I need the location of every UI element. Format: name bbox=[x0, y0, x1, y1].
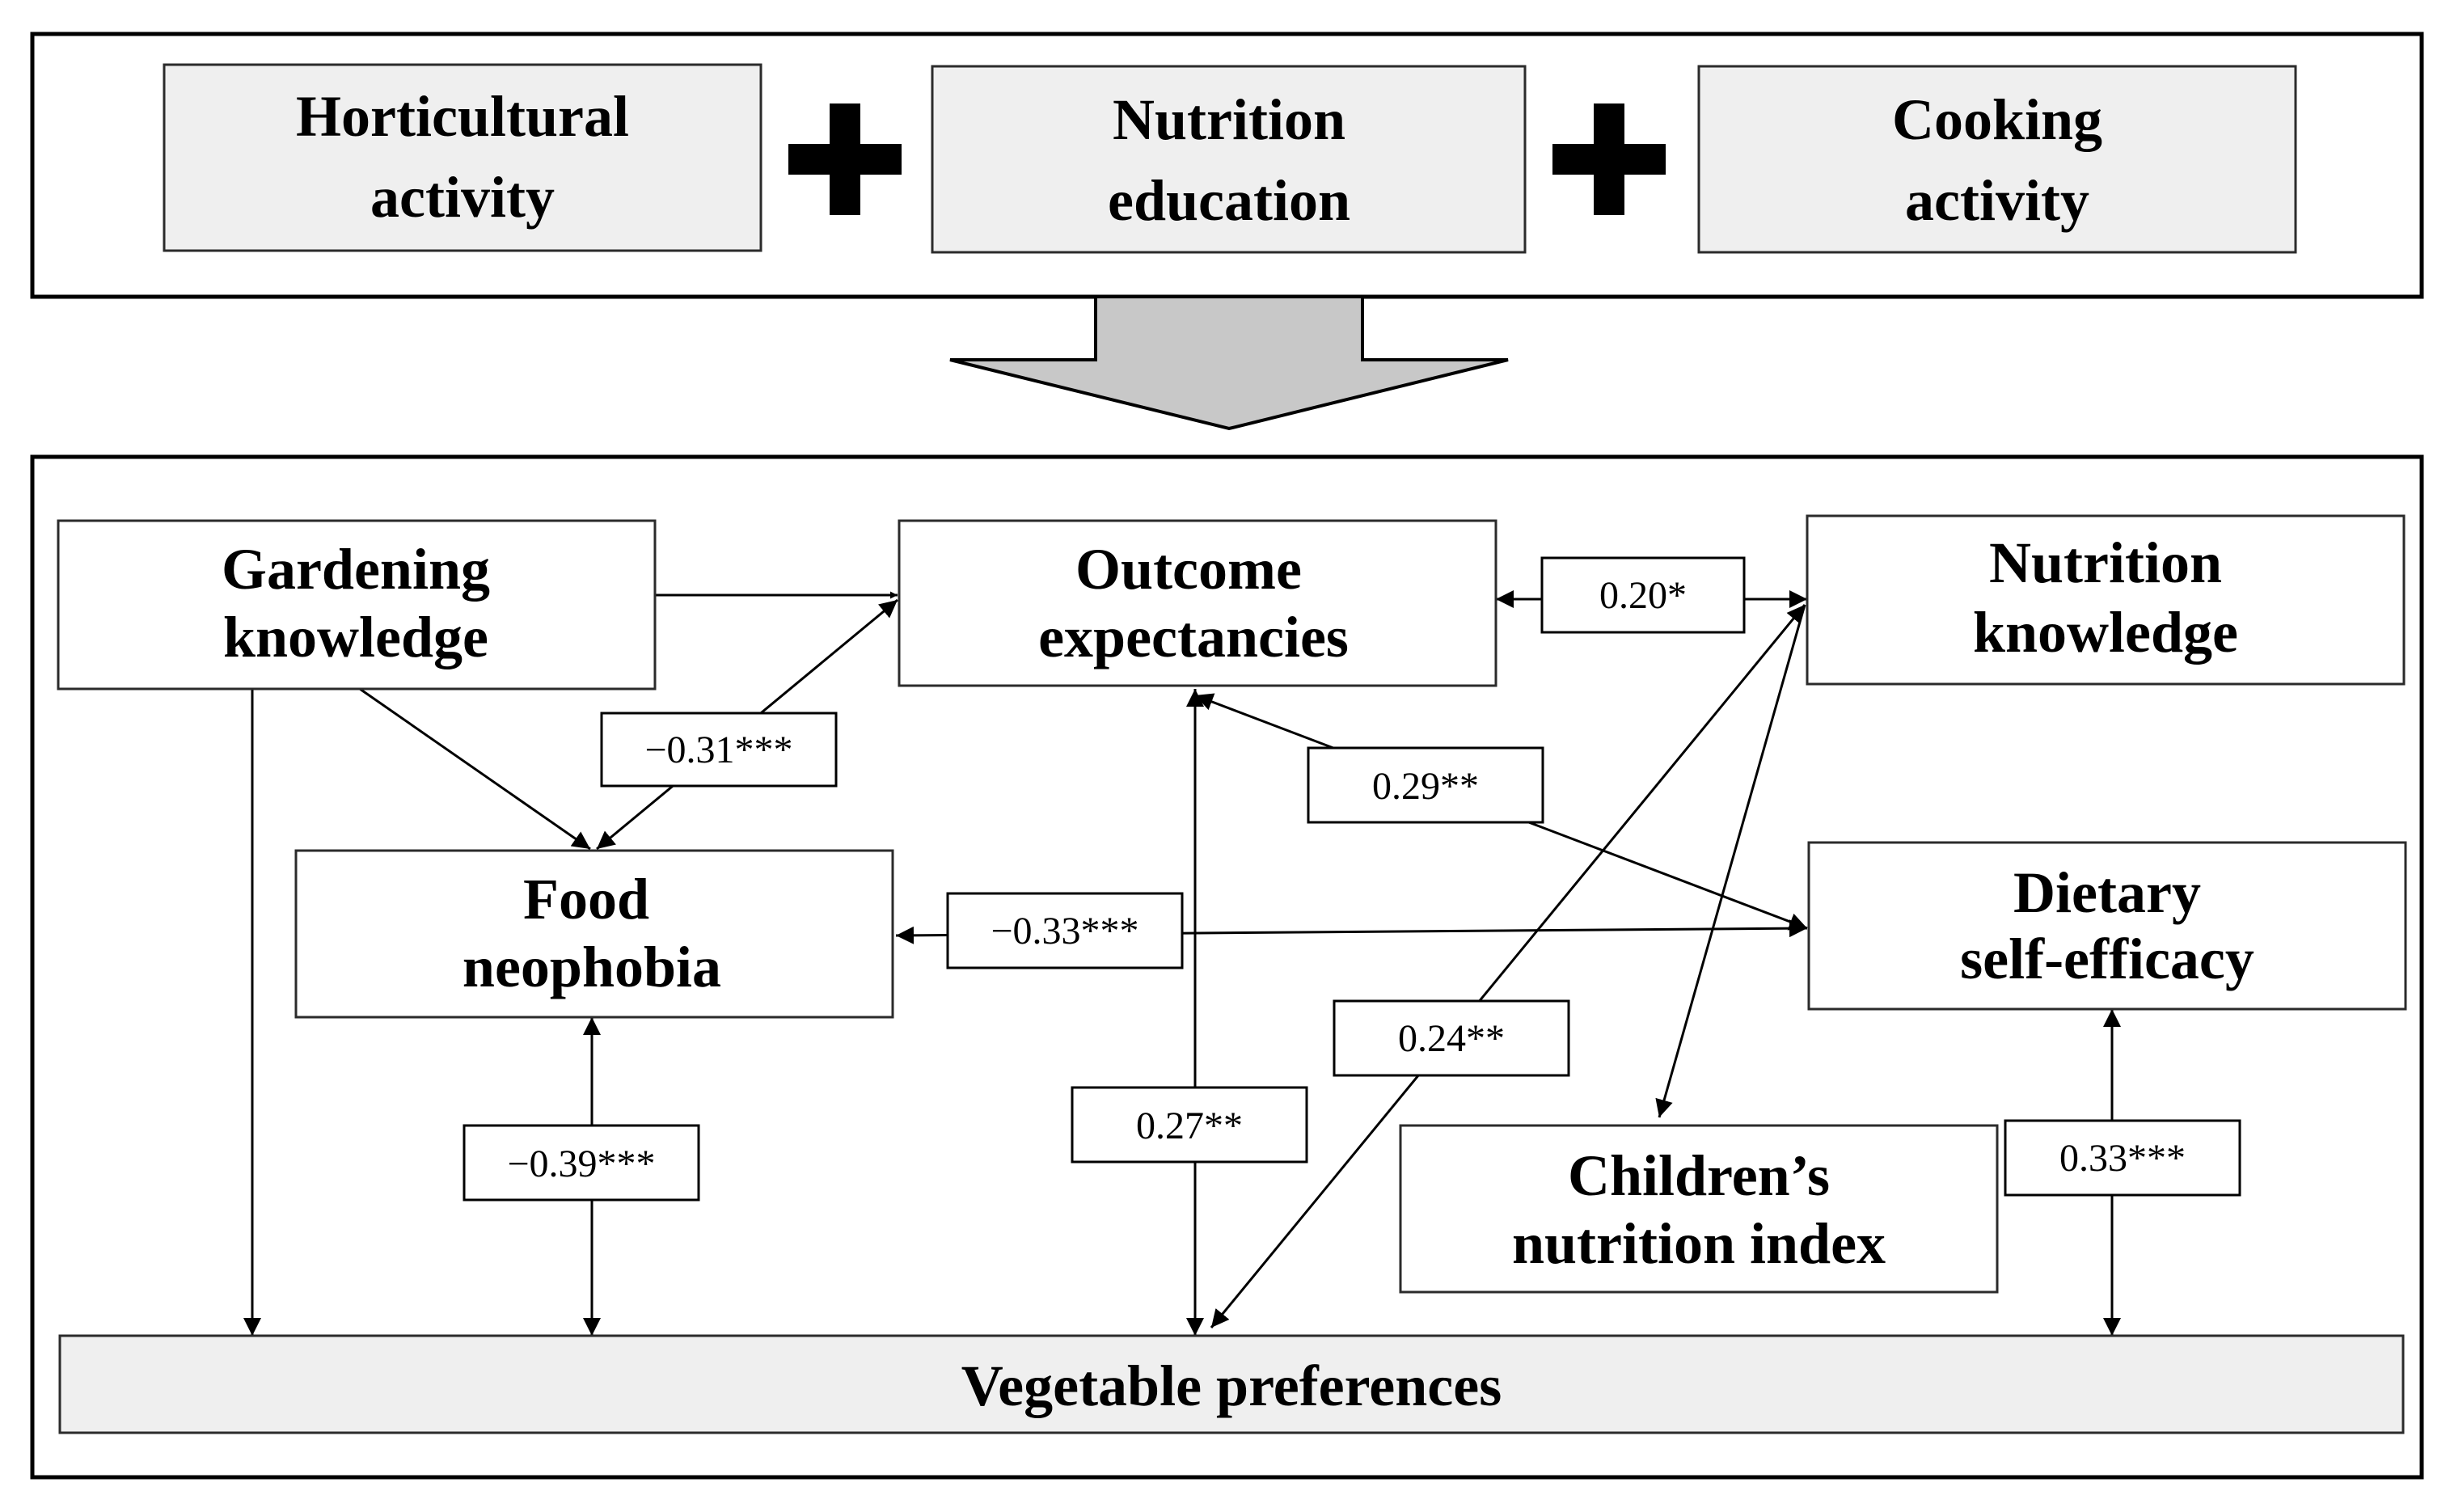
outcome-expectancies-line1: Outcome bbox=[1075, 537, 1302, 602]
coef-nutrition-vegpref: 0.24** bbox=[1333, 999, 1570, 1077]
node-outcome-expectancies: Outcome expectancies bbox=[898, 519, 1497, 687]
intervention-horticultural-line1: Horticultural bbox=[296, 84, 629, 149]
coef-outcome-nutrition-text: 0.20* bbox=[1599, 574, 1687, 617]
nutrition-knowledge-line2: knowledge bbox=[1973, 600, 2238, 665]
plus-icon bbox=[1552, 103, 1666, 215]
plus-icon bbox=[788, 103, 902, 215]
node-childrens-nutrition-index: Children’s nutrition index bbox=[1399, 1124, 1999, 1294]
intervention-horticultural-line2: activity bbox=[370, 165, 555, 230]
intervention-nutrition-education: Nutrition education bbox=[931, 65, 1527, 254]
coef-neophobia-selfefficacy: −0.33*** bbox=[946, 892, 1184, 969]
coef-outcome-selfefficacy: 0.29** bbox=[1307, 746, 1544, 824]
model-panel bbox=[30, 454, 2424, 1480]
node-vegetable-preferences: Vegetable preferences bbox=[58, 1334, 2405, 1434]
path-nutrition-childindex bbox=[1655, 604, 1806, 1118]
down-arrow-icon bbox=[949, 295, 1509, 431]
intervention-nutrition-line1: Nutrition bbox=[1113, 87, 1345, 152]
coef-gardening-neophobia-outcome: −0.31*** bbox=[600, 712, 838, 788]
food-neophobia-line1: Food bbox=[523, 867, 649, 931]
coef-outcome-nutrition: 0.20* bbox=[1540, 556, 1746, 634]
coef-gardening-neophobia-outcome-text: −0.31*** bbox=[644, 729, 792, 771]
path-nutrition-vegpref bbox=[1210, 604, 1806, 1328]
node-nutrition-knowledge: Nutrition knowledge bbox=[1806, 514, 2406, 686]
coef-neophobia-selfefficacy-text: −0.33*** bbox=[991, 910, 1138, 952]
dietary-self-efficacy-line2: self-efficacy bbox=[1960, 927, 2254, 991]
childrens-nutrition-index-line2: nutrition index bbox=[1512, 1211, 1886, 1276]
path-gardening-neophobia bbox=[359, 687, 591, 851]
intervention-cooking: Cooking activity bbox=[1697, 65, 2297, 254]
coef-selfefficacy-vegpref-text: 0.33*** bbox=[2059, 1137, 2186, 1180]
food-neophobia-line2: neophobia bbox=[463, 935, 721, 999]
intervention-cooking-line1: Cooking bbox=[1892, 87, 2102, 152]
coef-outcome-vegpref-text: 0.27** bbox=[1136, 1104, 1243, 1147]
coef-selfefficacy-vegpref: 0.33*** bbox=[2004, 1119, 2241, 1197]
childrens-nutrition-index-line1: Children’s bbox=[1568, 1143, 1830, 1208]
intervention-cooking-line2: activity bbox=[1905, 168, 2089, 233]
coef-nutrition-vegpref-text: 0.24** bbox=[1398, 1017, 1505, 1060]
gardening-knowledge-line2: knowledge bbox=[223, 605, 488, 669]
node-gardening-knowledge: Gardening knowledge bbox=[57, 519, 657, 691]
intervention-nutrition-line2: education bbox=[1108, 168, 1350, 233]
coef-neophobia-vegpref-text: −0.39*** bbox=[507, 1142, 655, 1185]
intervention-horticultural: Horticultural activity bbox=[163, 63, 762, 252]
dietary-self-efficacy-line1: Dietary bbox=[2013, 860, 2201, 925]
coef-outcome-vegpref: 0.27** bbox=[1071, 1086, 1308, 1164]
node-dietary-self-efficacy: Dietary self-efficacy bbox=[1807, 841, 2407, 1011]
coef-neophobia-vegpref: −0.39*** bbox=[463, 1124, 700, 1202]
node-food-neophobia: Food neophobia bbox=[294, 849, 894, 1019]
nutrition-knowledge-line1: Nutrition bbox=[1989, 530, 2222, 595]
coef-outcome-selfefficacy-text: 0.29** bbox=[1372, 765, 1479, 808]
outcome-expectancies-line2: expectancies bbox=[1038, 605, 1349, 669]
gardening-knowledge-line1: Gardening bbox=[222, 537, 490, 602]
vegetable-preferences-label: Vegetable preferences bbox=[961, 1354, 1502, 1418]
